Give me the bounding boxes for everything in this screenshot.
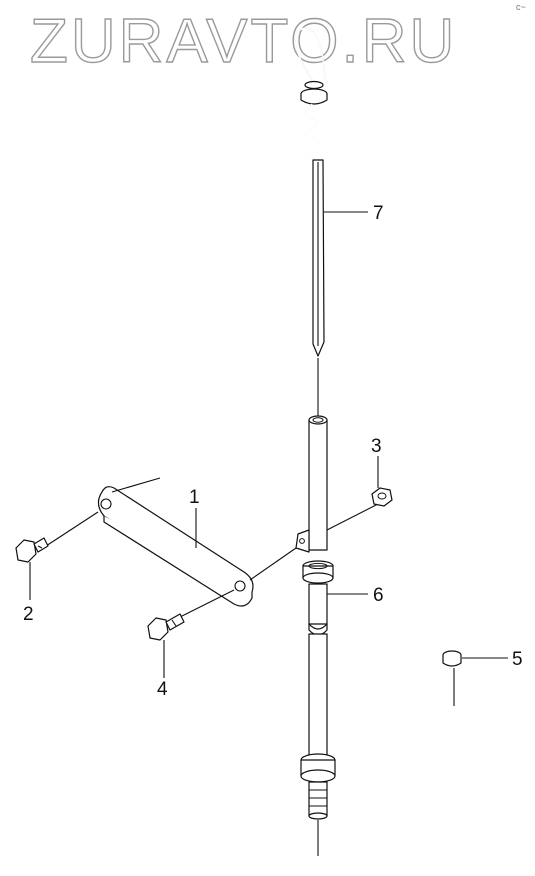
corner-mark: c~ <box>516 2 526 12</box>
leader-lines <box>29 211 508 678</box>
nut-part-3 <box>371 487 393 507</box>
callouts: 7 1 2 3 4 5 6 <box>23 203 523 700</box>
watermark: ZURAVTO.RU <box>29 6 457 76</box>
callout-5: 5 <box>512 649 523 670</box>
plug-part-5 <box>442 650 462 706</box>
callout-2: 2 <box>23 604 34 625</box>
callout-3: 3 <box>371 436 382 457</box>
callout-6: 6 <box>373 585 384 606</box>
bolt-part-2 <box>15 511 99 563</box>
callout-4: 4 <box>157 679 168 700</box>
watermark-text: ZURAVTO.RU <box>30 7 457 76</box>
dipstick-part-7 <box>294 27 328 416</box>
callout-7: 7 <box>373 203 384 224</box>
guide-tube-part-6 <box>295 415 336 856</box>
bolt-part-4 <box>147 589 235 641</box>
callout-1: 1 <box>189 487 200 508</box>
bracket-part-1 <box>97 477 379 607</box>
